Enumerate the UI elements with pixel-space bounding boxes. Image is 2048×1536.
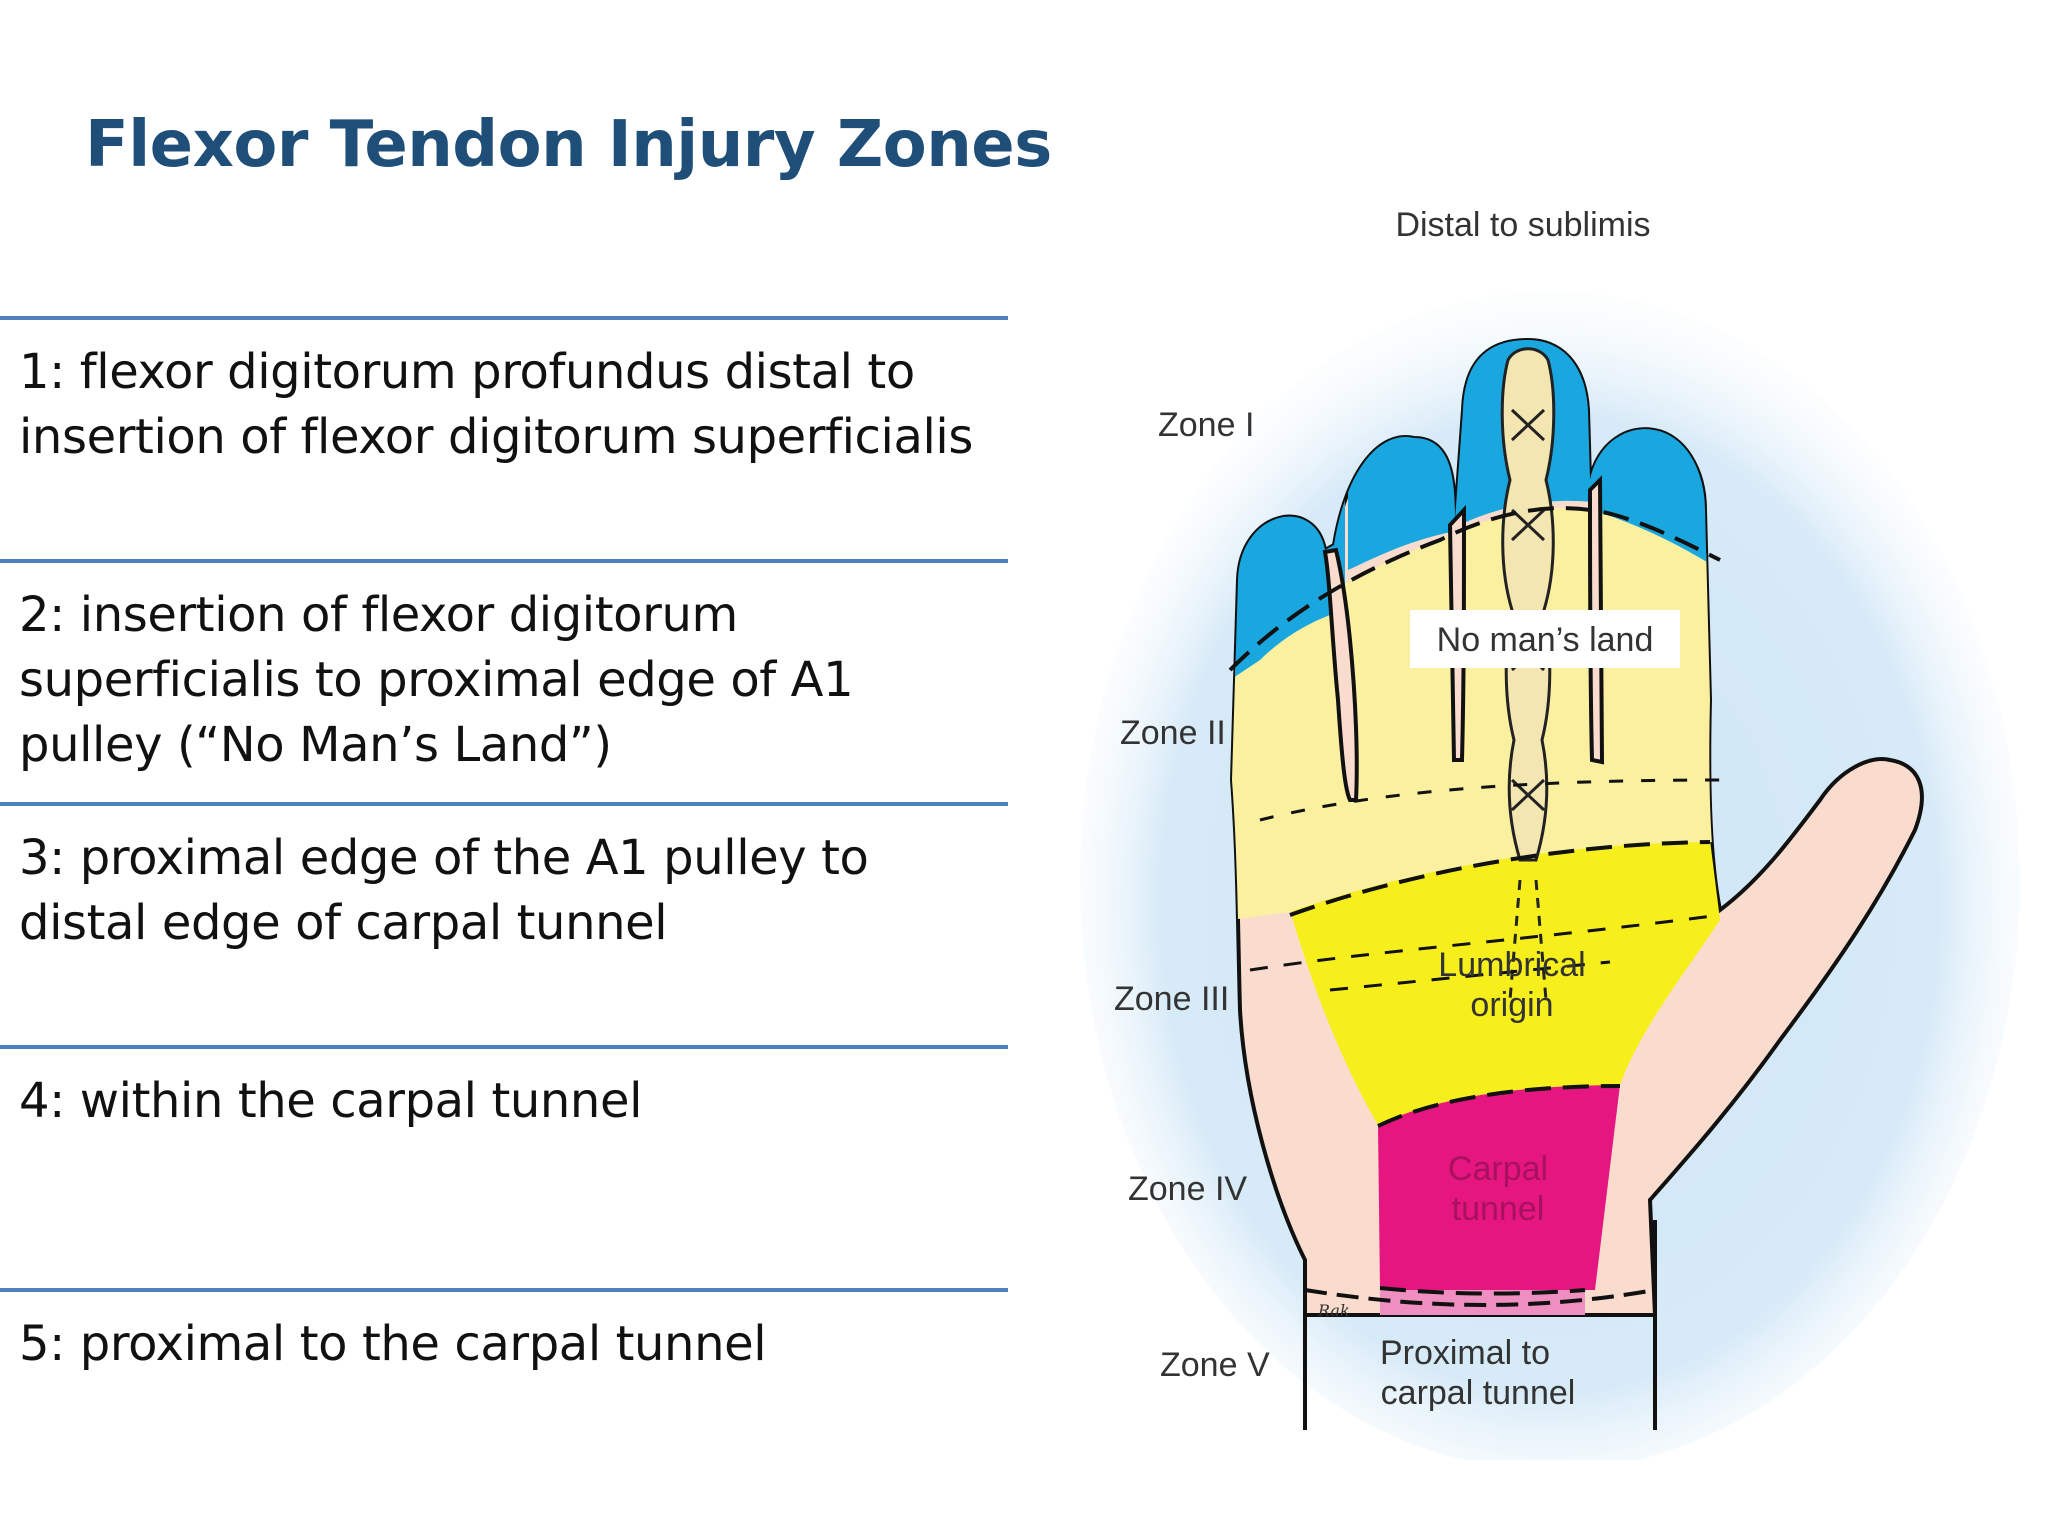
slide-title: Flexor Tendon Injury Zones — [85, 108, 1052, 182]
label-distal-to-sublimis: Distal to sublimis — [1395, 206, 1650, 244]
boundary-zone-1-2 — [1228, 506, 1721, 672]
label-zone-3: Zone III — [1114, 980, 1229, 1018]
zone-5-definition: 5: proximal to the carpal tunnel — [19, 1316, 767, 1372]
label-proximal-to: Proximal to — [1380, 1334, 1550, 1372]
hand-illustration: Distal to sublimis No man’s land Lumbric… — [1080, 206, 2020, 1460]
artist-signature: Rak — [1317, 1301, 1350, 1320]
boundary-zone-4-5 — [1379, 1286, 1586, 1296]
boundary-zone-3-4 — [1377, 1084, 1621, 1128]
label-zone-1: Zone I — [1158, 406, 1254, 444]
boundary-zone-2-3 — [1289, 840, 1711, 917]
label-zone-4: Zone IV — [1128, 1170, 1247, 1208]
zone-row-4: 4: within the carpal tunnel — [0, 1045, 1008, 1288]
zone-definition-table: 1: flexor digitorum profundus distal to … — [0, 316, 1008, 1531]
zone-row-1: 1: flexor digitorum profundus distal to … — [0, 316, 1008, 559]
label-carpal: Carpal — [1448, 1150, 1548, 1188]
zone-4-definition: 4: within the carpal tunnel — [19, 1073, 643, 1129]
label-tunnel: tunnel — [1452, 1190, 1545, 1228]
zone-3-region — [1290, 840, 1720, 1125]
label-zone-5: Zone V — [1160, 1346, 1270, 1384]
label-carpal-tunnel: carpal tunnel — [1381, 1374, 1576, 1412]
wrist-lines — [1303, 1220, 1657, 1430]
zone-1-little-finger — [1232, 480, 1345, 680]
zone-row-2: 2: insertion of flexor digitorum superfi… — [0, 559, 1008, 802]
zone-3-definition: 3: proximal edge of the A1 pulley to dis… — [19, 830, 869, 951]
zone-2-definition: 2: insertion of flexor digitorum superfi… — [19, 587, 854, 773]
label-no-mans-land: No man’s land — [1437, 621, 1654, 659]
zone-row-3: 3: proximal edge of the A1 pulley to dis… — [0, 802, 1008, 1045]
tendon-sketch — [1500, 347, 1556, 1001]
finger-gaps — [1322, 475, 1605, 802]
label-origin: origin — [1470, 986, 1553, 1024]
label-zone-2: Zone II — [1120, 714, 1226, 752]
gap-little-ring — [1322, 547, 1359, 802]
zone-4-region — [1378, 1085, 1620, 1290]
crease-b — [1329, 960, 1611, 992]
zone-row-5: 5: proximal to the carpal tunnel — [0, 1288, 1008, 1531]
crease-a — [1249, 913, 1721, 972]
hand-zone-diagram: Distal to sublimis No man’s land Lumbric… — [1080, 180, 2040, 1460]
zone-boundary-lines — [1228, 506, 1721, 1296]
label-lumbrical: Lumbrical — [1438, 946, 1585, 984]
crease-c — [1259, 778, 1721, 822]
no-mans-land-label-box — [1410, 610, 1680, 668]
zone-1-definition: 1: flexor digitorum profundus distal to … — [19, 344, 973, 465]
